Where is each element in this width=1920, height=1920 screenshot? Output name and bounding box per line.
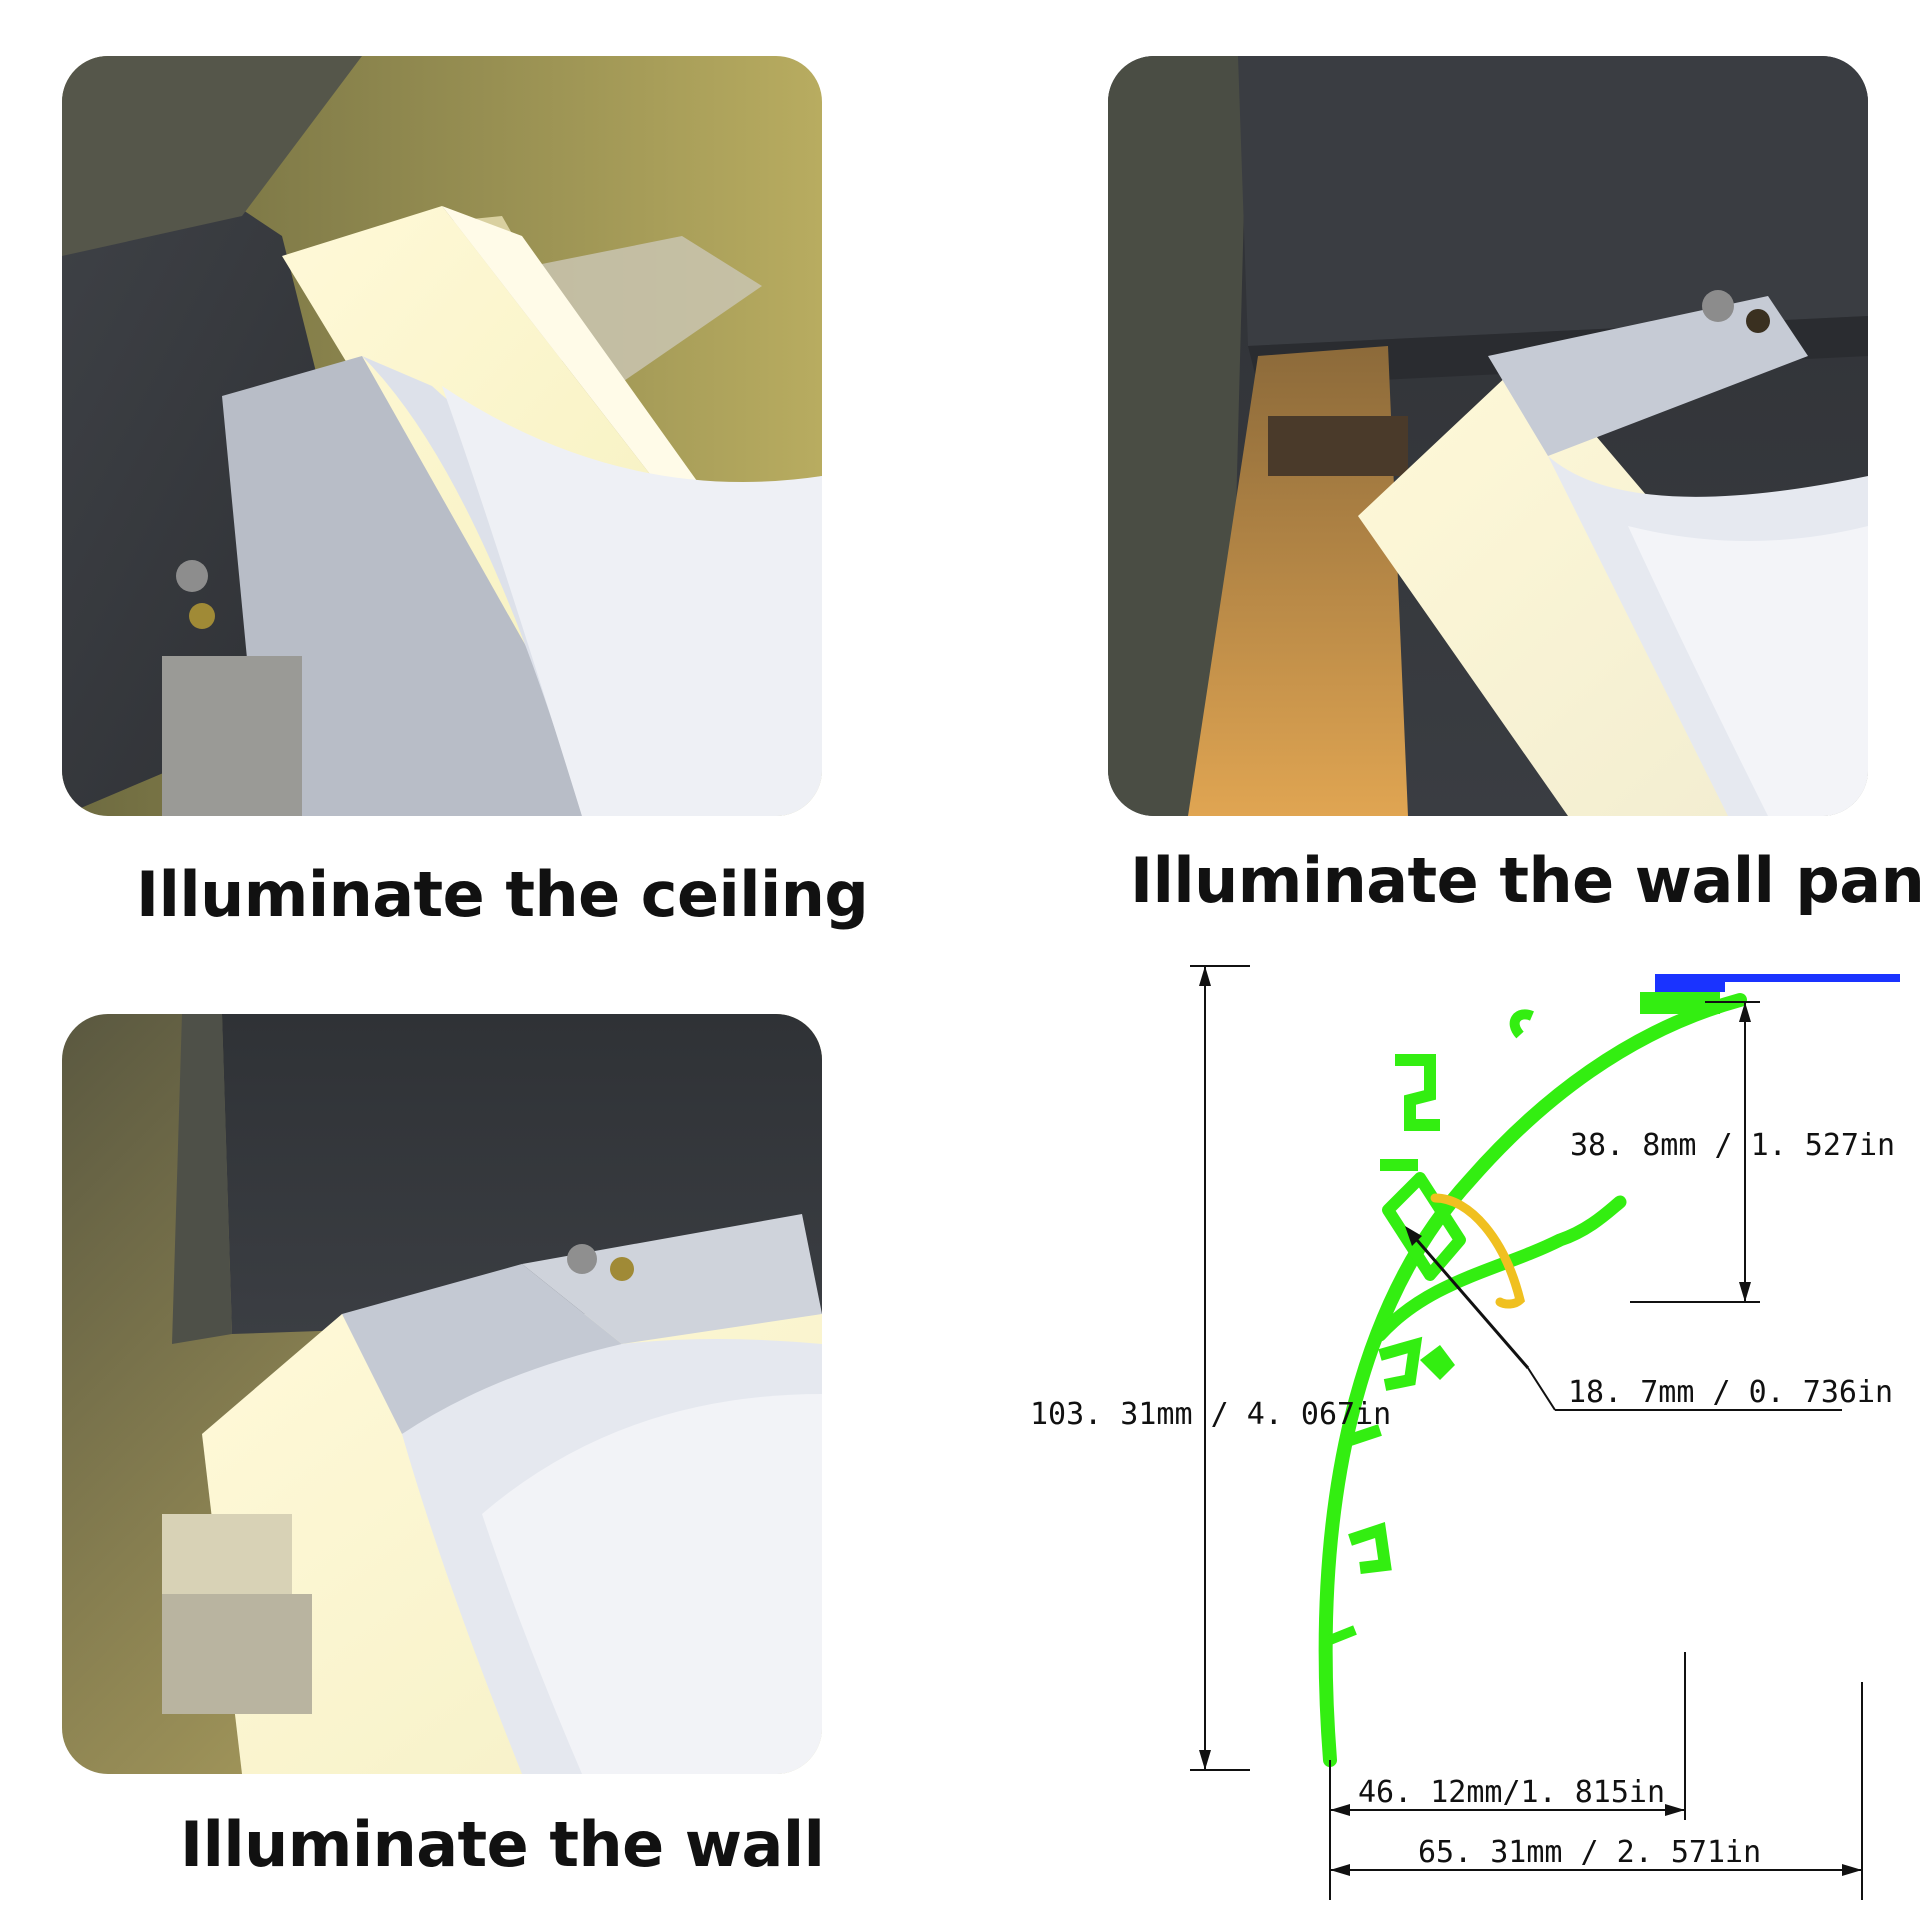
diffuser-dimension <box>1405 1226 1842 1411</box>
total-width-label: 65. 31mm / 2. 571in <box>1418 1835 1761 1870</box>
total-height-label: 103. 31mm / 4. 067in <box>1030 1397 1391 1432</box>
inner-width-label: 46. 12mm/1. 815in <box>1358 1775 1665 1810</box>
photo-illuminate-wall-panel <box>1108 56 1868 816</box>
width-dimensions <box>1329 1652 1863 1900</box>
top-cover-strip <box>1655 974 1900 992</box>
diffuser-width-label: 18. 7mm / 0. 736in <box>1568 1375 1893 1410</box>
aluminum-profile-shape <box>1318 992 1747 1767</box>
light-depth-dimension <box>1630 1001 1760 1303</box>
total-height-dimension <box>1190 965 1250 1771</box>
photo-illuminate-wall <box>62 1014 822 1774</box>
light-depth-label: 38. 8mm / 1. 527in <box>1570 1128 1895 1163</box>
caption-illuminate-ceiling: Illuminate the ceiling <box>136 858 869 931</box>
caption-illuminate-wall-panel: Illuminate the wall panel <box>1130 844 1920 917</box>
diffuser-lens <box>1430 1193 1525 1309</box>
caption-illuminate-wall: Illuminate the wall <box>180 1808 825 1881</box>
photo-illuminate-ceiling <box>62 56 822 816</box>
profile-cross-section-diagram: 103. 31mm / 4. 067in 38. 8mm / 1. 527in … <box>1030 965 1900 1900</box>
